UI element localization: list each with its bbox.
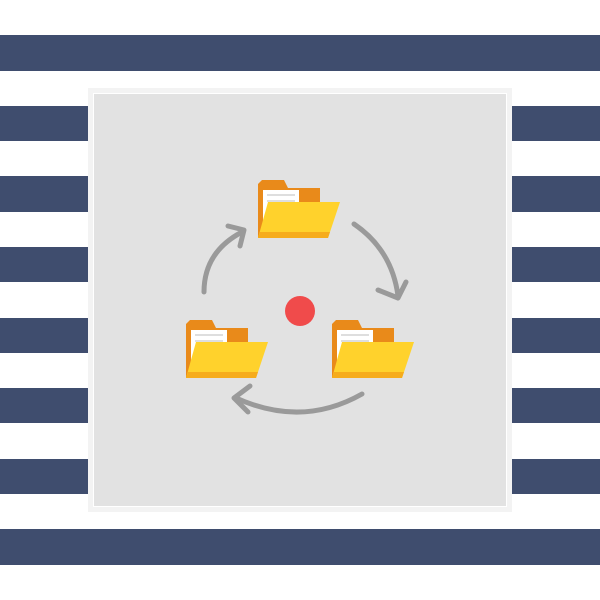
folder-front xyxy=(258,202,340,238)
center-dot-icon xyxy=(285,296,315,326)
arrow-top-to-right xyxy=(351,221,401,299)
arrowhead-top xyxy=(225,223,247,249)
folder-front xyxy=(332,342,414,378)
arrow-right-to-left xyxy=(233,391,365,415)
folder-top-icon xyxy=(258,180,340,238)
folder-front xyxy=(186,342,268,378)
folder-front-shadow xyxy=(186,372,258,378)
folder-front-shadow xyxy=(258,232,330,238)
panel-inner-border xyxy=(93,93,507,507)
sync-arrows-icon xyxy=(201,221,409,415)
background-stripe xyxy=(0,529,600,565)
folder-right-icon xyxy=(332,320,414,378)
arrowhead-left xyxy=(231,383,253,415)
background-stripe xyxy=(0,35,600,71)
background-stripe xyxy=(0,565,600,600)
arrow-left-to-top xyxy=(201,229,245,295)
arrowhead-right xyxy=(375,279,409,301)
folder-front-shadow xyxy=(332,372,404,378)
folder-left-icon xyxy=(186,320,268,378)
background-stripe xyxy=(0,0,600,35)
